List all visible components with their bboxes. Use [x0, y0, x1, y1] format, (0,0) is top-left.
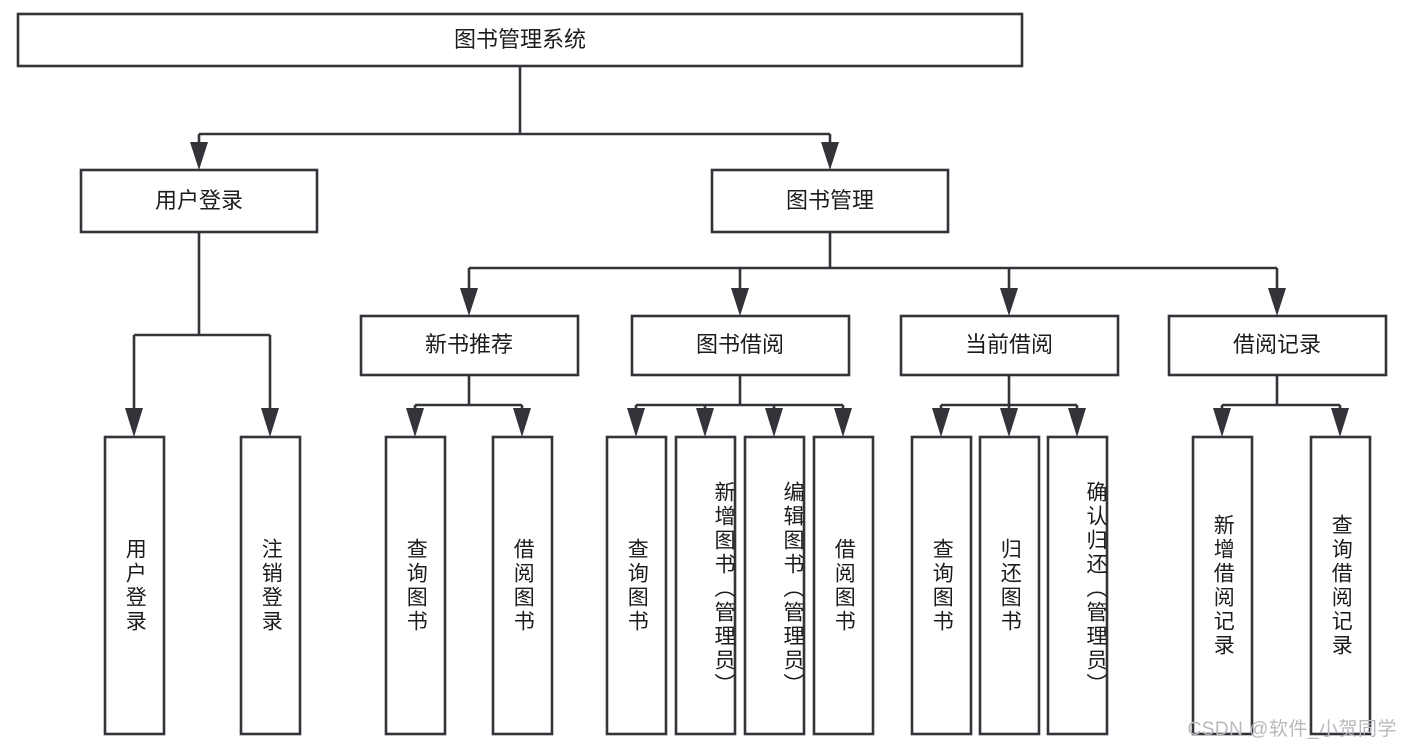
arrow-head-newbook [460, 288, 478, 316]
leaf-box-borrow-book-1[interactable] [491, 435, 554, 736]
node-current-borrow[interactable]: 当前借阅 [899, 314, 1120, 377]
node-current-borrow-label: 当前借阅 [965, 332, 1053, 357]
node-borrow-record-box[interactable] [1167, 314, 1388, 377]
node-root-box[interactable] [16, 12, 1024, 68]
leaf-box-borrow-book-2[interactable] [812, 435, 875, 736]
node-borrow-record[interactable]: 借阅记录 [1167, 314, 1388, 377]
connector-group-userlogin [125, 232, 279, 437]
arrow-head-leaf-10 [1000, 408, 1018, 437]
arrow-head-leaf-5 [627, 408, 645, 437]
leaf-box-return-book[interactable] [978, 435, 1041, 736]
leaf-box-add-book[interactable] [674, 435, 737, 736]
leaf-box-add-record[interactable] [1191, 435, 1254, 736]
connector-group-borrow [627, 375, 852, 437]
arrow-head-leaf-9 [932, 408, 950, 437]
leaf-box-edit-book[interactable] [743, 435, 806, 736]
arrow-head-leaf-8 [834, 408, 852, 437]
leaf-box-query-book-3[interactable] [910, 435, 973, 736]
arrow-head-userlogin [190, 142, 208, 170]
leaf-box-query-book-1[interactable] [384, 435, 447, 736]
node-root-label: 图书管理系统 [454, 27, 586, 52]
node-root[interactable]: 图书管理系统 [16, 12, 1024, 68]
leaf-box-group [103, 435, 1372, 736]
arrow-head-borrow [731, 288, 749, 316]
arrow-head-leaf-13 [1331, 408, 1349, 437]
arrow-head-leaf-3 [406, 408, 424, 437]
leaf-box-logout[interactable] [239, 435, 302, 736]
arrow-head-leaf-12 [1213, 408, 1231, 437]
arrow-head-bookmgmt [821, 142, 839, 170]
node-book-borrow-box[interactable] [630, 314, 851, 377]
arrow-head-leaf-4 [513, 408, 531, 437]
node-new-book-recommend-label: 新书推荐 [425, 332, 513, 357]
node-user-login[interactable]: 用户登录 [79, 168, 319, 234]
node-book-borrow-label: 图书借阅 [696, 332, 784, 357]
leaf-box-query-record[interactable] [1309, 435, 1372, 736]
connector-group-newbook [406, 375, 531, 437]
connector-group-current [932, 375, 1086, 437]
node-book-management-label: 图书管理 [786, 188, 874, 213]
arrow-head-current [1000, 288, 1018, 316]
node-borrow-record-label: 借阅记录 [1233, 332, 1321, 357]
node-new-book-recommend-box[interactable] [359, 314, 580, 377]
leaf-box-user-login[interactable] [103, 435, 166, 736]
arrow-head-leaf-6 [696, 408, 714, 437]
node-current-borrow-box[interactable] [899, 314, 1120, 377]
node-user-login-box[interactable] [79, 168, 319, 234]
connector-group-root [190, 66, 839, 170]
node-book-management-box[interactable] [710, 168, 950, 234]
leaf-box-confirm-return[interactable] [1046, 435, 1109, 736]
node-book-management[interactable]: 图书管理 [710, 168, 950, 234]
node-user-login-label: 用户登录 [155, 188, 243, 213]
connector-group-bookmgmt [460, 232, 1286, 316]
arrow-head-leaf-2 [261, 408, 279, 437]
node-book-borrow[interactable]: 图书借阅 [630, 314, 851, 377]
arrow-head-leaf-1 [125, 408, 143, 437]
leaf-box-query-book-2[interactable] [605, 435, 668, 736]
connector-group-record [1213, 375, 1349, 437]
watermark-text: CSDN @软件_小贺同学 [1187, 719, 1397, 740]
arrow-head-leaf-7 [765, 408, 783, 437]
arrow-head-leaf-11 [1068, 408, 1086, 437]
arrow-head-record [1268, 288, 1286, 316]
node-new-book-recommend[interactable]: 新书推荐 [359, 314, 580, 377]
